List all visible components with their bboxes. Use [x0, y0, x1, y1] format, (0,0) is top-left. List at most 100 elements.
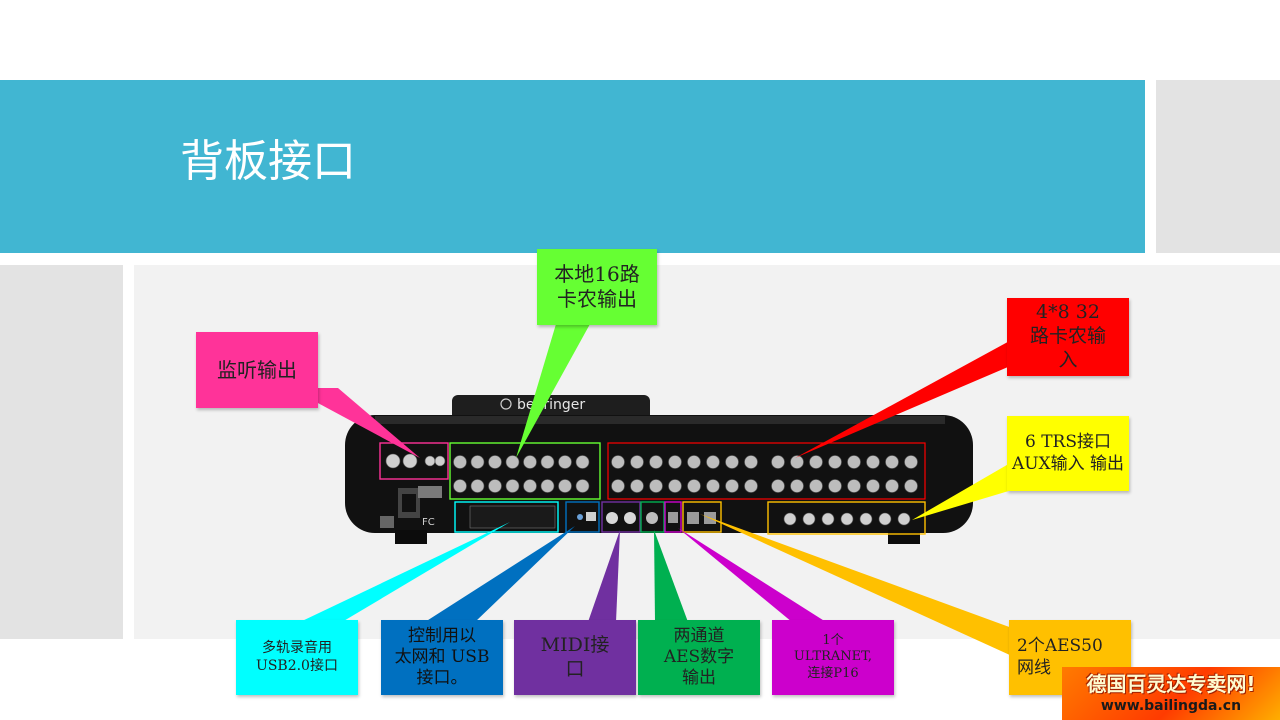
xlr-output-jack	[558, 479, 572, 493]
xlr-input-jack	[790, 455, 804, 469]
monitor-out-box	[379, 442, 449, 480]
expansion-card	[469, 505, 556, 529]
monitor-jack	[434, 455, 446, 467]
midi-box	[601, 501, 641, 533]
header-side-panel	[1156, 80, 1280, 253]
xlr-input-jack	[744, 479, 758, 493]
local16-out-label: 本地16路 卡农输出	[537, 249, 657, 325]
aes50-port-a-icon	[687, 512, 699, 524]
aes-text-line2: AES数字	[663, 646, 735, 667]
xlr-output-jack	[558, 455, 572, 469]
xlr-input-jack	[668, 479, 682, 493]
usb-pointer	[300, 522, 510, 622]
xlr-output-jack	[470, 479, 485, 493]
trs-aux-label: 6 TRS接口 AUX输入 输出	[1007, 416, 1129, 491]
aes-text-line3: 输出	[682, 668, 716, 689]
monitor-jack	[385, 453, 401, 469]
trs-pointer	[912, 462, 1012, 520]
slide-title: 背板接口	[180, 136, 356, 187]
xlr-output-jack	[575, 455, 590, 469]
local16-pointer	[516, 324, 590, 458]
xlr-input-jack	[630, 479, 644, 493]
xlr-input-jack	[771, 455, 785, 469]
trs-jack	[783, 512, 797, 526]
xlr-output-jack	[505, 455, 520, 469]
xlr-input-jack	[847, 479, 861, 493]
xlr-input-jack	[611, 479, 625, 493]
console-top-edge	[375, 416, 945, 424]
xlr-input-jack	[809, 479, 823, 493]
xlr-input-jack	[790, 479, 804, 493]
xlr-output-jack	[575, 479, 590, 493]
xlr-input-jack	[611, 455, 625, 469]
monitor-jack	[424, 455, 436, 467]
trs-jack	[821, 512, 835, 526]
eth-text-line2: 太网和 USB	[394, 646, 490, 667]
xlr-input-jack	[649, 479, 663, 493]
xlr-input-jack	[904, 479, 918, 493]
usb-text-line2: USB2.0接口	[256, 657, 338, 674]
aes50-text-line2: 网线	[1017, 657, 1051, 678]
xlr-output-jack	[488, 479, 502, 493]
rating-label	[418, 486, 442, 498]
usb-text-line1: 多轨录音用	[261, 640, 332, 656]
local-xlr-out-box	[449, 442, 601, 500]
xlr-input-jack	[744, 455, 758, 469]
ethernet-usb-box	[565, 501, 600, 533]
local16-text-line1: 本地16路	[554, 262, 640, 286]
xlr-output-jack	[505, 479, 520, 493]
xlr-output-jack	[523, 455, 537, 469]
xlr-input-jack	[687, 479, 701, 493]
eth-text-line3: 接口。	[416, 668, 468, 689]
midi-text-line1: MIDI接	[540, 633, 610, 656]
brand-name: behringer	[517, 397, 585, 413]
trs-aux-box	[767, 501, 926, 535]
xlr-output-jack	[540, 479, 555, 493]
xlr-input-jack	[885, 479, 899, 493]
xlr-output-jack	[470, 455, 485, 469]
aes-pointer	[654, 530, 688, 622]
xlr-input-jack	[706, 455, 720, 469]
trs-jack	[897, 512, 911, 526]
monitor-out-text: 监听输出	[217, 357, 297, 382]
xlr-output-jack	[453, 455, 467, 469]
header-band	[0, 80, 1145, 253]
xlr-input-jack	[771, 479, 785, 493]
xlr-input-jack	[866, 479, 880, 493]
ultranet-text-line1: 1个	[822, 633, 844, 649]
power-socket-inner	[402, 494, 416, 512]
midi-pointer	[588, 530, 620, 622]
console-foot-right	[888, 530, 920, 544]
xlr-output-jack	[488, 455, 502, 469]
aes-text-line1: 两通道	[673, 625, 725, 646]
ultranet-text-line2: ULTRANET,	[793, 649, 873, 665]
aes-digital-out-label: 两通道 AES数字 输出	[638, 620, 760, 695]
xlr-input-jack	[630, 455, 644, 469]
monitor-out-label: 监听输出	[196, 332, 318, 408]
monitor-out-pointer	[290, 388, 420, 458]
watermark-title: 德国百灵达专卖网!	[1086, 672, 1256, 696]
usb-port-icon	[586, 512, 596, 521]
left-side-panel	[0, 265, 123, 639]
local16-text-line2: 卡农输出	[556, 287, 637, 311]
power-switch	[380, 516, 394, 528]
xlr-input-jack	[809, 455, 823, 469]
ultranet-label: 1个 ULTRANET, 连接P16	[772, 620, 894, 695]
midi-text-line2: 口	[565, 657, 585, 680]
midi-label: MIDI接 口	[514, 620, 636, 695]
site-watermark: 德国百灵达专卖网! www.bailingda.cn	[1062, 667, 1280, 720]
xlr-output-jack	[540, 455, 555, 469]
aes-xlr-port-icon	[646, 512, 658, 524]
xlr-output-jack	[453, 479, 467, 493]
ultranet-port-icon	[668, 512, 678, 523]
mixer-device: behringer FC	[345, 395, 973, 544]
xlr-input-jack	[725, 455, 739, 469]
eth-text-line1: 控制用以	[408, 625, 476, 646]
xlr-input-jack	[828, 455, 842, 469]
xlr-input-jack	[866, 455, 880, 469]
aes50-box	[682, 501, 722, 533]
console-body	[345, 415, 973, 533]
xlr-in-text-line3: 入	[1058, 348, 1078, 371]
ethernet-pointer	[425, 526, 575, 622]
